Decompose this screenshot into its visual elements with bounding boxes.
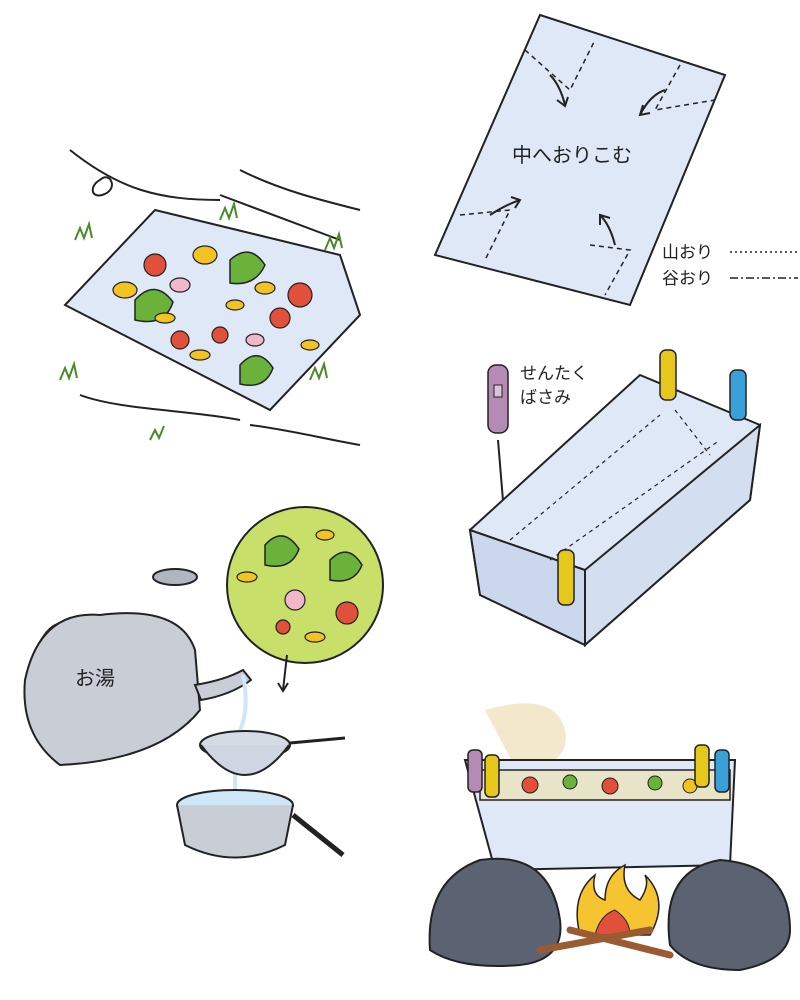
valley-fold-label: 谷おり [662,269,713,289]
firewood-log [536,926,654,954]
grass-tuft [149,425,165,441]
paper-sheet [63,208,362,412]
arrow-icon [549,74,569,108]
petal-icon [304,631,326,643]
wind-curl [91,176,113,197]
petal-icon [275,619,291,635]
rock-icon [667,858,792,972]
petal-icon [236,571,258,583]
petal-icon [335,601,359,625]
leaf-icon [264,535,300,567]
paper-box-drawing: せんたく ばさみ [468,349,762,648]
campfire-drawing [428,703,792,972]
wind-line [239,169,361,211]
petals-on-paper-drawing [59,149,362,446]
petal-icon [315,529,335,541]
petal-icon [254,281,276,295]
petal-icon [269,307,291,329]
strainer-icon [199,730,346,776]
arrow-icon [599,213,616,246]
pan-icon [176,789,345,859]
grass-tuft [324,230,343,251]
petal-icon [169,277,191,293]
clothespin-icon [467,749,483,793]
petal-icon [112,281,138,299]
petal-icon [192,245,218,265]
ground-line [249,424,361,446]
grass-tuft [74,220,93,241]
folding-diagram-drawing: 中へおりこむ 山おり 谷おり [433,13,798,307]
clothespin-icon [694,744,710,788]
brewing-drawing: お湯 [23,506,384,859]
box-long-side [584,422,762,648]
grass-tuft [309,360,328,381]
brewing-scene: お湯 [23,505,425,890]
petal-icon [225,299,245,311]
fold-line [509,414,661,541]
folding-diagram-scene: 中へおりこむ 山おり 谷おり [430,10,800,310]
fold-line [549,439,721,561]
paper-box-scene: せんたく ばさみ [460,345,790,670]
petal-icon [300,339,320,351]
petal-icon [143,253,167,277]
fold-line [653,64,716,111]
grass-tuft [219,200,238,221]
mountain-fold-label: 山おり [662,243,713,263]
petal-icon [601,777,619,795]
ground-line [79,394,241,421]
petal-icon [211,326,229,344]
rock-icon [428,857,562,967]
clothespin-icon [484,754,500,798]
leaf-icon [329,551,363,582]
petal-icon [287,282,313,308]
petal-icon [245,333,265,347]
clothespin-label-line2: ばさみ [520,388,571,408]
petals-on-paper-scene [40,140,420,460]
leaf-icon [239,355,274,386]
hot-water-label: お湯 [75,666,115,690]
clothespin-icon [729,369,747,421]
campfire-scene [428,690,800,990]
clothespin-label-line1: せんたく [520,364,588,384]
petal-icon [189,349,211,361]
arrow-icon [638,89,666,117]
fire-core [594,909,631,936]
grass-tuft [59,360,78,381]
fold-line [589,244,632,296]
clothespin-icon [487,364,509,434]
leaf-icon [562,774,578,790]
arrow-icon [489,196,522,216]
fold-line [674,409,711,456]
clothespin-icon [557,549,575,606]
fold-instruction: 中へおりこむ [512,143,632,167]
clothespin-icon [714,749,730,793]
firewood-log [566,926,674,959]
steam [485,703,566,805]
clothespin-icon [659,349,677,401]
folding-paper [433,13,727,307]
leaf-icon [647,775,663,791]
leaf-icon [229,251,266,285]
fold-line [524,39,596,92]
petal-mix-circle [226,506,384,664]
wind-line [69,149,221,201]
petal-icon [284,589,306,611]
arrow-icon [277,654,289,693]
petal-icon [521,776,539,794]
wind-line [219,194,341,241]
petal-icon [154,312,176,324]
petal-icon [170,330,190,350]
fire-icon [576,863,660,936]
kettle-icon: お湯 [23,568,253,767]
